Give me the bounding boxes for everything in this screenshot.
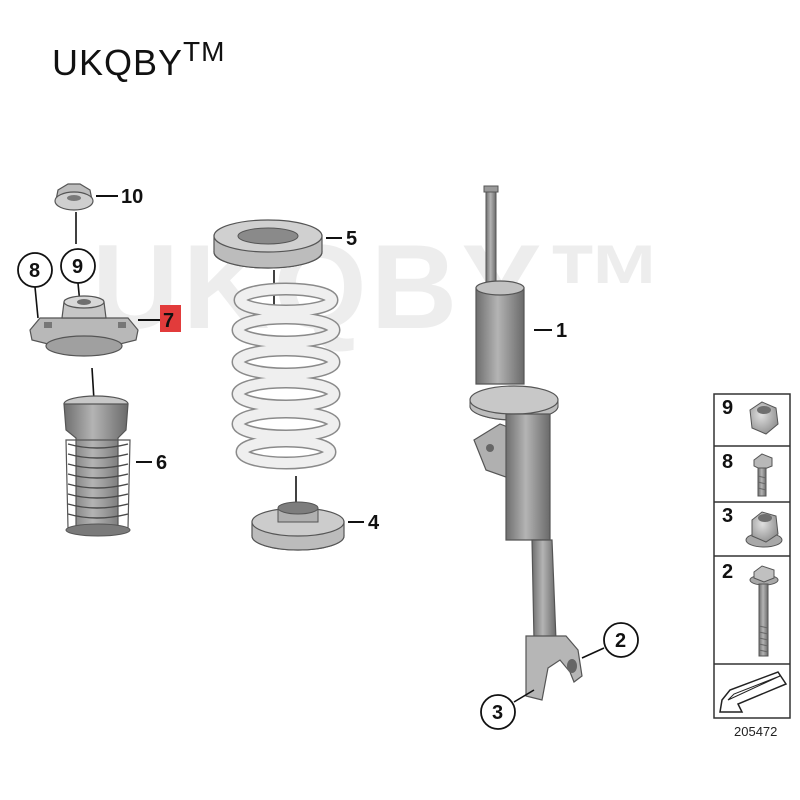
callout-6: 6 — [156, 452, 167, 474]
part-10-nut: 10 — [54, 183, 143, 244]
svg-text:2: 2 — [615, 630, 626, 652]
callout-1: 1 — [556, 320, 567, 342]
callout-circle-3: 3 — [480, 689, 535, 730]
callout-circle-8: 8 — [17, 252, 53, 319]
hardware-legend: 9 8 3 — [713, 393, 791, 719]
part-4-lower-spring-seat: 4 — [251, 501, 380, 551]
svg-text:9: 9 — [72, 256, 83, 278]
legend-row-8: 8 — [722, 451, 773, 497]
svg-text:3: 3 — [722, 505, 733, 527]
callout-7-highlighted: 7 — [163, 310, 174, 332]
part-7-strut-mount: 7 — [29, 295, 181, 401]
flange-nut-icon — [745, 511, 783, 548]
nut-icon — [749, 401, 779, 435]
svg-text:8: 8 — [722, 451, 733, 473]
callout-5: 5 — [346, 228, 357, 250]
part-6-dust-boot: 6 — [63, 395, 167, 537]
svg-text:8: 8 — [29, 260, 40, 282]
callout-10: 10 — [121, 186, 143, 208]
part-1-shock-absorber: 1 — [469, 185, 583, 701]
coil-spring-highlight — [233, 284, 339, 468]
legend-row-3: 3 — [722, 505, 783, 548]
svg-text:2: 2 — [722, 561, 733, 583]
callout-4: 4 — [368, 512, 380, 534]
svg-text:9: 9 — [722, 397, 733, 419]
svg-text:3: 3 — [492, 702, 503, 724]
brand-logo: UKQBYTM — [52, 36, 225, 84]
long-bolt-icon — [749, 565, 779, 657]
part-5-upper-spring-seat: 5 — [213, 219, 357, 306]
short-bolt-icon — [753, 453, 773, 497]
legend-row-2: 2 — [722, 561, 779, 657]
brand-trademark: TM — [183, 36, 226, 67]
reference-number: 205472 — [734, 724, 777, 739]
direction-arrow-icon — [719, 671, 788, 713]
legend-row-9: 9 — [722, 397, 779, 435]
brand-name: UKQBY — [52, 42, 184, 83]
watermark: UKQBY™ — [92, 220, 670, 354]
callout-circle-2: 2 — [581, 622, 639, 659]
